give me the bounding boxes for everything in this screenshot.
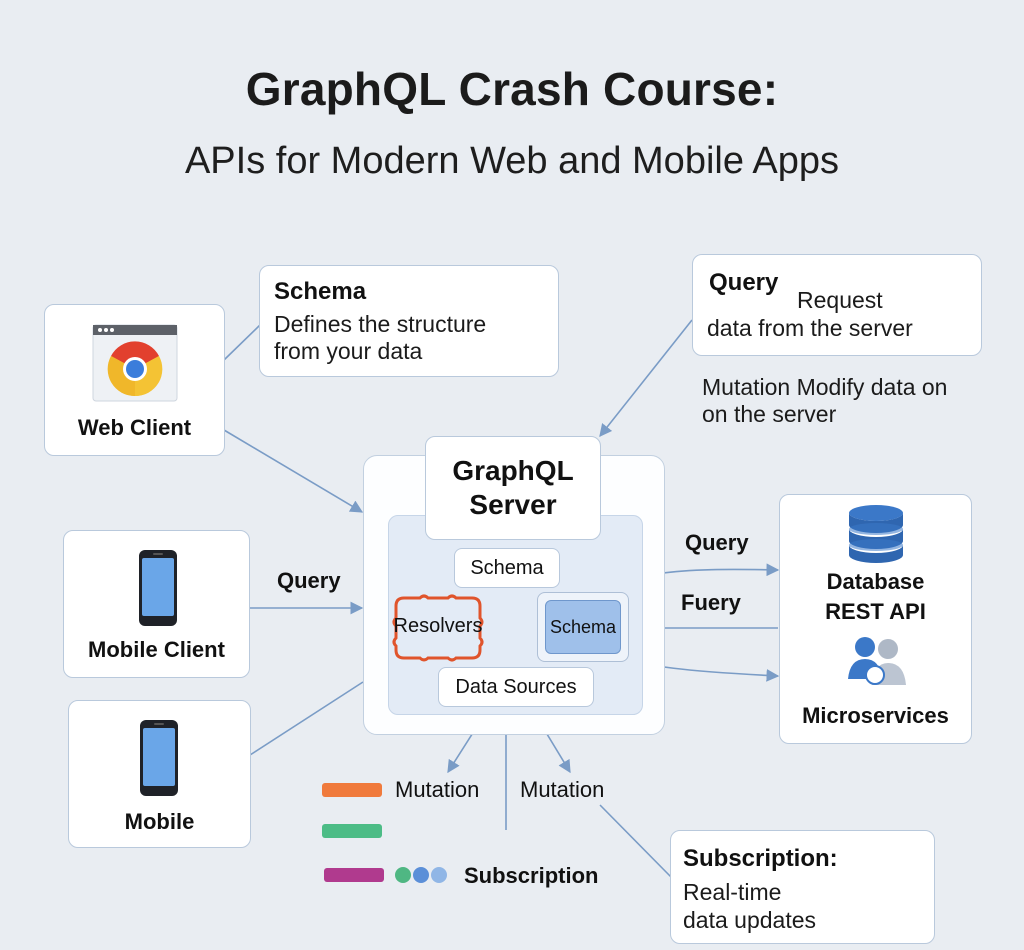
resolvers-label: Resolvers <box>393 615 483 637</box>
mobile-card: Mobile <box>68 700 251 848</box>
edge-label-query-left: Query <box>277 568 341 593</box>
subscription-note: Subscription: Real-time data updates <box>670 830 935 944</box>
data-sources-box: Data Sources <box>438 667 594 707</box>
query-note-body-line2: data from the server <box>707 315 913 341</box>
smartphone-icon <box>140 720 178 796</box>
schema-box-label: Schema <box>549 617 617 637</box>
legend-dot-green <box>395 867 411 883</box>
schema-note-body-line2: from your data <box>274 338 423 364</box>
smartphone-icon <box>139 550 177 626</box>
chrome-browser-icon <box>92 324 178 402</box>
legend-dot-blue <box>413 867 429 883</box>
edge-label-fuery: Fuery <box>681 590 741 615</box>
backend-card: Database REST API Microservices <box>779 494 972 744</box>
subscription-note-body-line1: Real-time <box>683 879 782 905</box>
resolvers-gear-outline <box>392 594 484 662</box>
edge-schema-note-to-web <box>223 324 261 361</box>
schema-box <box>545 600 621 654</box>
team-users-icon <box>848 637 906 685</box>
legend-swatch-green <box>322 824 382 838</box>
server-title-line2: Server <box>469 489 557 520</box>
legend-swatch-orange <box>322 783 382 797</box>
mobile-client-card: Mobile Client <box>63 530 250 678</box>
edge-legend-to-subscription-note <box>599 804 673 879</box>
schema-note-body-line1: Defines the structure <box>274 311 487 337</box>
mutation-note-line1: Mutation Modify data on <box>702 374 948 400</box>
legend-subscription: Subscription <box>464 863 599 888</box>
legend-swatch-magenta <box>324 868 384 882</box>
web-client-card: Web Client <box>44 304 225 456</box>
backend-line1: Database <box>826 569 925 594</box>
edge-query-note-to-server <box>599 319 693 438</box>
web-client-label: Web Client <box>77 415 192 440</box>
schema-note: Schema Defines the structure from your d… <box>259 265 559 377</box>
database-icon <box>849 505 903 563</box>
edge-label-query-right: Query <box>685 530 749 555</box>
subscription-note-title: Subscription: <box>683 845 838 872</box>
legend-mutation-1: Mutation <box>395 777 480 802</box>
query-note-body-line1: Request <box>797 287 883 313</box>
query-note: Query Request data from the server <box>692 254 982 356</box>
query-note-title: Query <box>709 269 779 296</box>
legend-mutation-2: Mutation <box>520 777 605 802</box>
edge-web-to-server <box>223 429 364 513</box>
mobile-label: Mobile <box>124 809 195 834</box>
mobile-client-label: Mobile Client <box>88 637 225 662</box>
microservices-label: Microservices <box>802 703 949 728</box>
backend-line2: REST API <box>825 599 926 624</box>
server-title-line1: GraphQL <box>452 455 574 486</box>
schema-top-box: Schema <box>454 548 560 588</box>
page-title: GraphQL Crash Course: <box>245 63 779 115</box>
page-subtitle: APIs for Modern Web and Mobile Apps <box>184 140 840 182</box>
mutation-note-line2: on the server <box>702 401 837 427</box>
edge-mobile-to-server <box>249 681 364 756</box>
legend-dot-lightblue <box>431 867 447 883</box>
schema-note-title: Schema <box>274 278 367 305</box>
graphql-server-title-box: GraphQL Server <box>425 436 601 540</box>
subscription-note-body-line2: data updates <box>683 907 817 933</box>
